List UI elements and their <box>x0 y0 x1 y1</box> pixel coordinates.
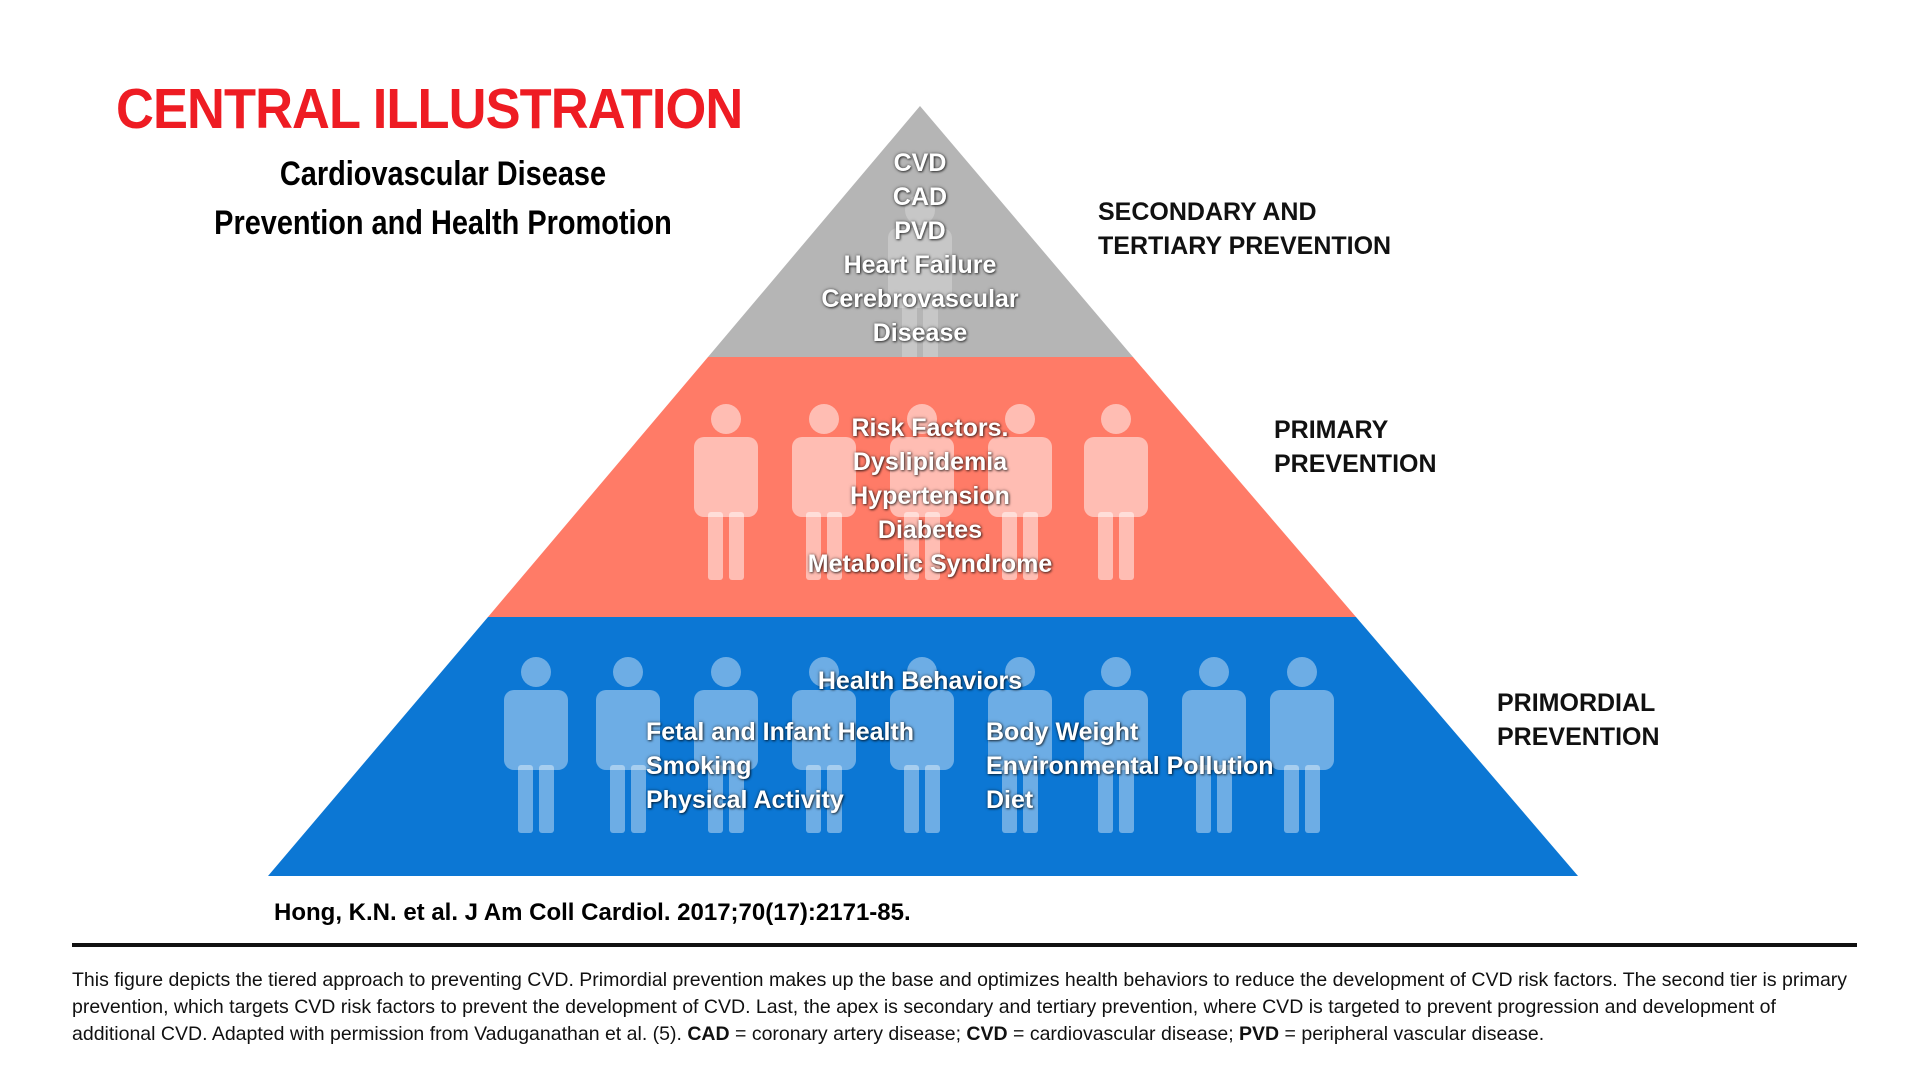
tier-item: Heart Failure <box>843 251 997 279</box>
label-line: TERTIARY PREVENTION <box>1098 232 1392 260</box>
abbr-term: CAD <box>687 1023 730 1045</box>
tier-item: Environmental Pollution <box>986 752 1274 780</box>
page-title: CENTRAL ILLUSTRATION <box>116 77 743 141</box>
abbr-definition: coronary artery disease <box>751 1023 956 1045</box>
abbr-term: CVD <box>966 1023 1008 1045</box>
primordial-tier-heading: Health Behaviors <box>817 667 1023 695</box>
subtitle-line-1: Cardiovascular Disease <box>279 155 607 193</box>
label-line: PRIMARY <box>1274 416 1389 444</box>
abbr-term: PVD <box>1239 1023 1280 1045</box>
label-line: PRIMORDIAL <box>1497 689 1656 717</box>
abbr-definition: peripheral vascular disease <box>1301 1023 1539 1045</box>
label-line: PREVENTION <box>1497 723 1660 751</box>
label-primary-prevention: PRIMARY PREVENTION <box>1274 413 1437 481</box>
tier-item: Disease <box>872 319 968 347</box>
divider <box>72 943 1857 947</box>
citation: Hong, K.N. et al. J Am Coll Cardiol. 201… <box>274 899 911 926</box>
secondary-tier-items: CVD CAD PVD Heart Failure Cerebrovascula… <box>720 146 1120 350</box>
tier-item: Dyslipidemia <box>852 448 1008 476</box>
tier-item: Diabetes <box>877 516 983 544</box>
primordial-tier-items-left: Fetal and Infant Health Smoking Physical… <box>646 715 914 817</box>
primordial-tier-items-right: Body Weight Environmental Pollution Diet <box>986 715 1274 817</box>
tier-item: PVD <box>894 217 946 245</box>
tier-item: Diet <box>986 786 1034 814</box>
tier-item: Risk Factors. <box>851 414 1009 442</box>
label-secondary-tertiary-prevention: SECONDARY AND TERTIARY PREVENTION <box>1098 195 1391 263</box>
tier-item: CVD <box>893 149 947 177</box>
label-primordial-prevention: PRIMORDIAL PREVENTION <box>1497 686 1660 754</box>
caption-text: This figure depicts the tiered approach … <box>72 969 1848 1045</box>
primary-tier-items: Risk Factors. Dyslipidemia Hypertension … <box>730 411 1130 581</box>
label-line: SECONDARY AND <box>1098 198 1317 226</box>
tier-item: Metabolic Syndrome <box>807 550 1053 578</box>
abbr-definition: cardiovascular disease <box>1029 1023 1229 1045</box>
tier-item: Cerebrovascular <box>821 285 1019 313</box>
tier-item: Hypertension <box>850 482 1010 510</box>
tier-item: Body Weight <box>986 718 1139 746</box>
tier-item: Smoking <box>646 752 752 780</box>
tier-item: CAD <box>892 183 948 211</box>
figure-caption: This figure depicts the tiered approach … <box>72 969 1848 1045</box>
subtitle-line-2: Prevention and Health Promotion <box>214 204 672 242</box>
label-line: PREVENTION <box>1274 450 1437 478</box>
prevention-pyramid <box>268 106 1578 876</box>
tier-item: Physical Activity <box>646 786 844 814</box>
tier-item: Fetal and Infant Health <box>646 718 915 746</box>
